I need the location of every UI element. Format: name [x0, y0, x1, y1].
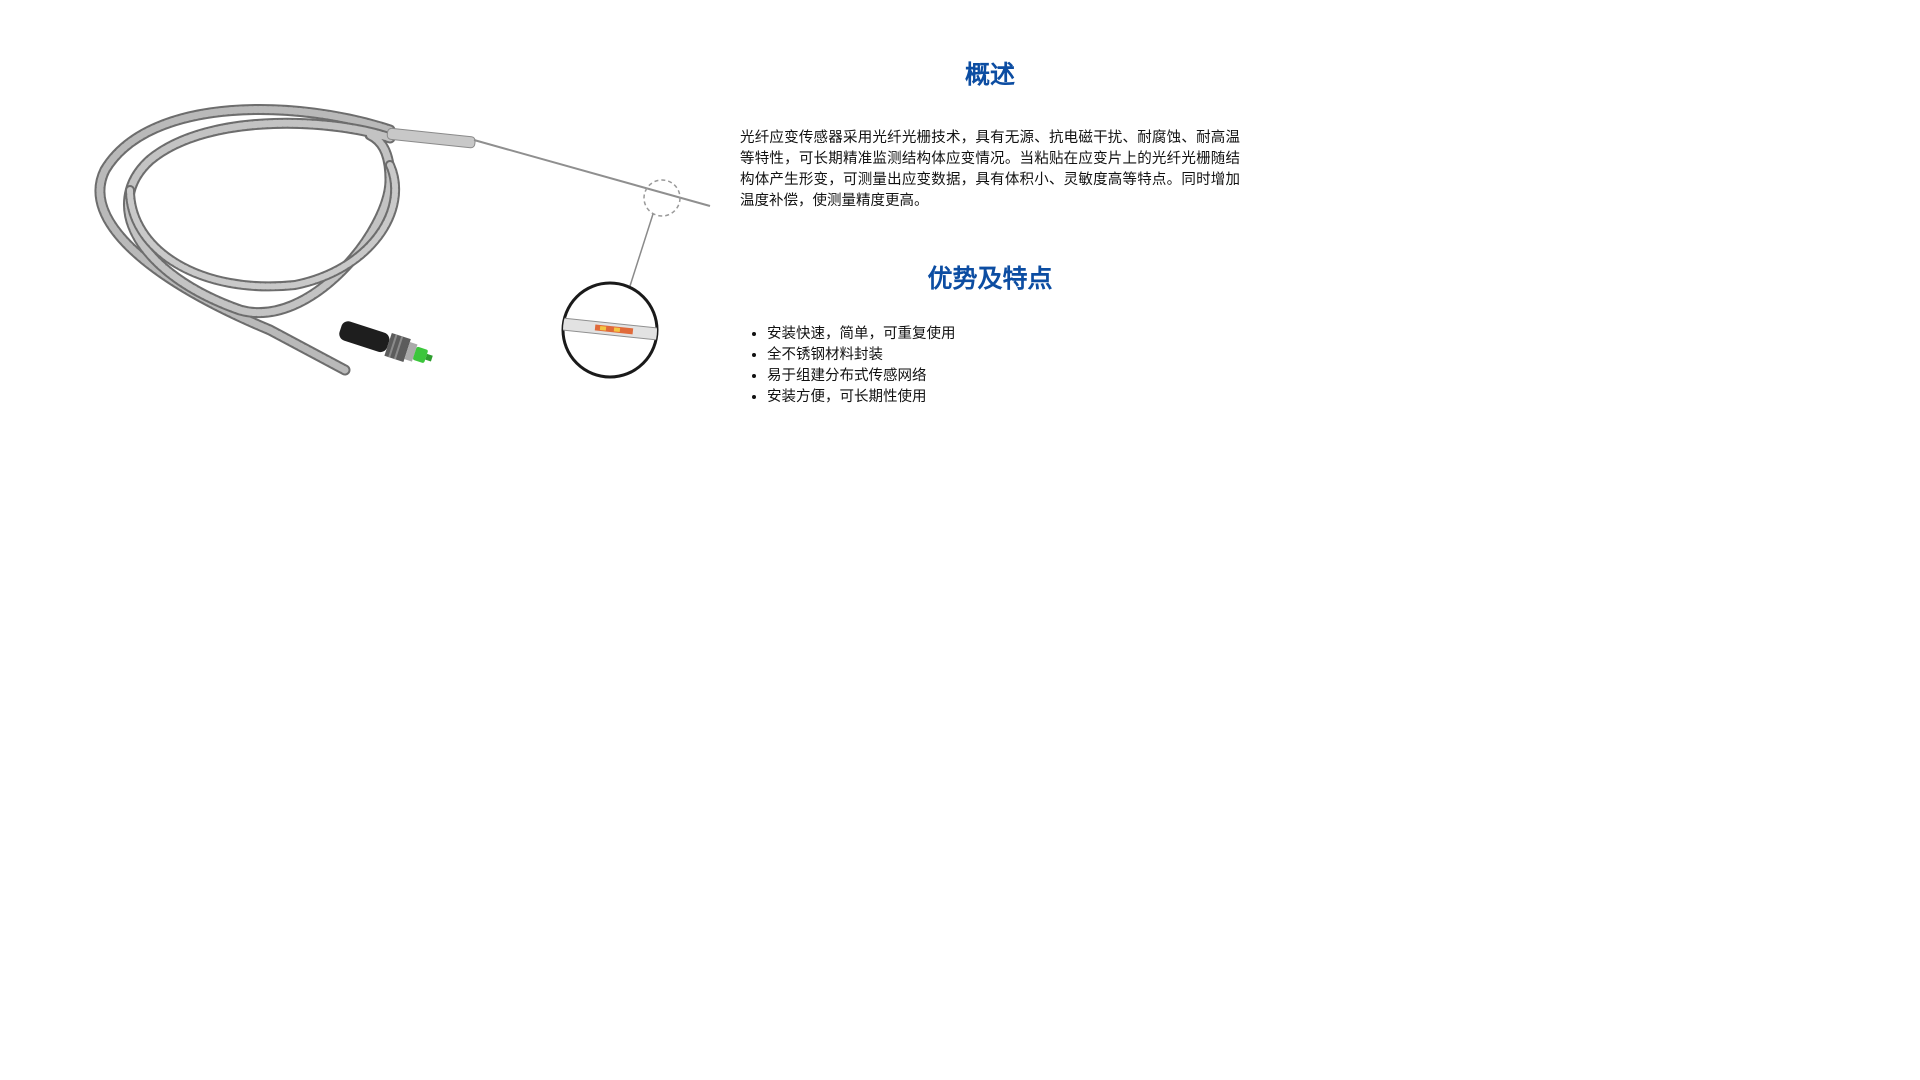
list-item: 安装方便，可长期性使用 [767, 387, 1240, 408]
list-item: 安装快速，简单，可重复使用 [767, 324, 1240, 345]
fc-connector [339, 321, 433, 363]
features-heading: 优势及特点 [927, 264, 1053, 293]
sensor-rod [386, 127, 711, 207]
overview-heading: 概述 [964, 60, 1015, 89]
feature-list: 安装快速，简单，可重复使用 全不锈钢材料封装 易于组建分布式传感网络 安装方便，… [740, 324, 1240, 408]
fiber-strain-sensor-image [94, 104, 711, 379]
magnifier-callout [561, 179, 681, 379]
text-content: 概述 光纤应变传感器采用光纤光栅技术，具有无源、抗电磁干扰、耐腐蚀、耐高温等特性… [740, 60, 1240, 408]
overview-paragraph: 光纤应变传感器采用光纤光栅技术，具有无源、抗电磁干扰、耐腐蚀、耐高温等特性，可长… [740, 130, 1240, 209]
list-item: 全不锈钢材料封装 [767, 345, 1240, 366]
list-item: 易于组建分布式传感网络 [767, 366, 1240, 387]
armored-cable-coil [94, 104, 400, 376]
